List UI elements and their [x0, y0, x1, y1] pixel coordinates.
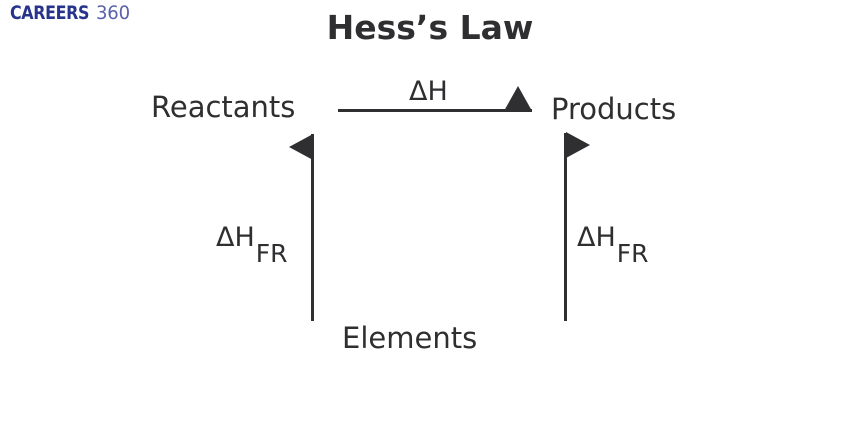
delta-h-fr-left-main: ΔH [216, 222, 255, 253]
page-title: Hess’s Law [326, 8, 534, 47]
delta-h-fr-label-left: ΔHFR [216, 222, 288, 266]
delta-h-fr-label-right: ΔHFR [577, 222, 649, 266]
delta-h-fr-right-subscript: FR [616, 239, 649, 268]
logo-careers-text: CAREERS [10, 2, 90, 24]
delta-h-fr-right-main: ΔH [577, 222, 616, 253]
left-vertical-arrow-line [311, 134, 314, 321]
node-label-elements: Elements [342, 321, 478, 355]
left-triangle-arrowhead-icon [289, 134, 313, 160]
logo-360-text: 360 [95, 2, 130, 24]
up-triangle-arrowhead-icon [504, 86, 532, 111]
top-arrow-line [338, 109, 532, 112]
right-vertical-arrow-line [564, 133, 567, 321]
delta-h-label: ΔH [409, 76, 448, 107]
delta-h-fr-left-subscript: FR [255, 239, 288, 268]
node-label-products: Products [551, 92, 677, 126]
right-triangle-arrowhead-icon [566, 132, 590, 158]
node-label-reactants: Reactants [151, 90, 296, 124]
